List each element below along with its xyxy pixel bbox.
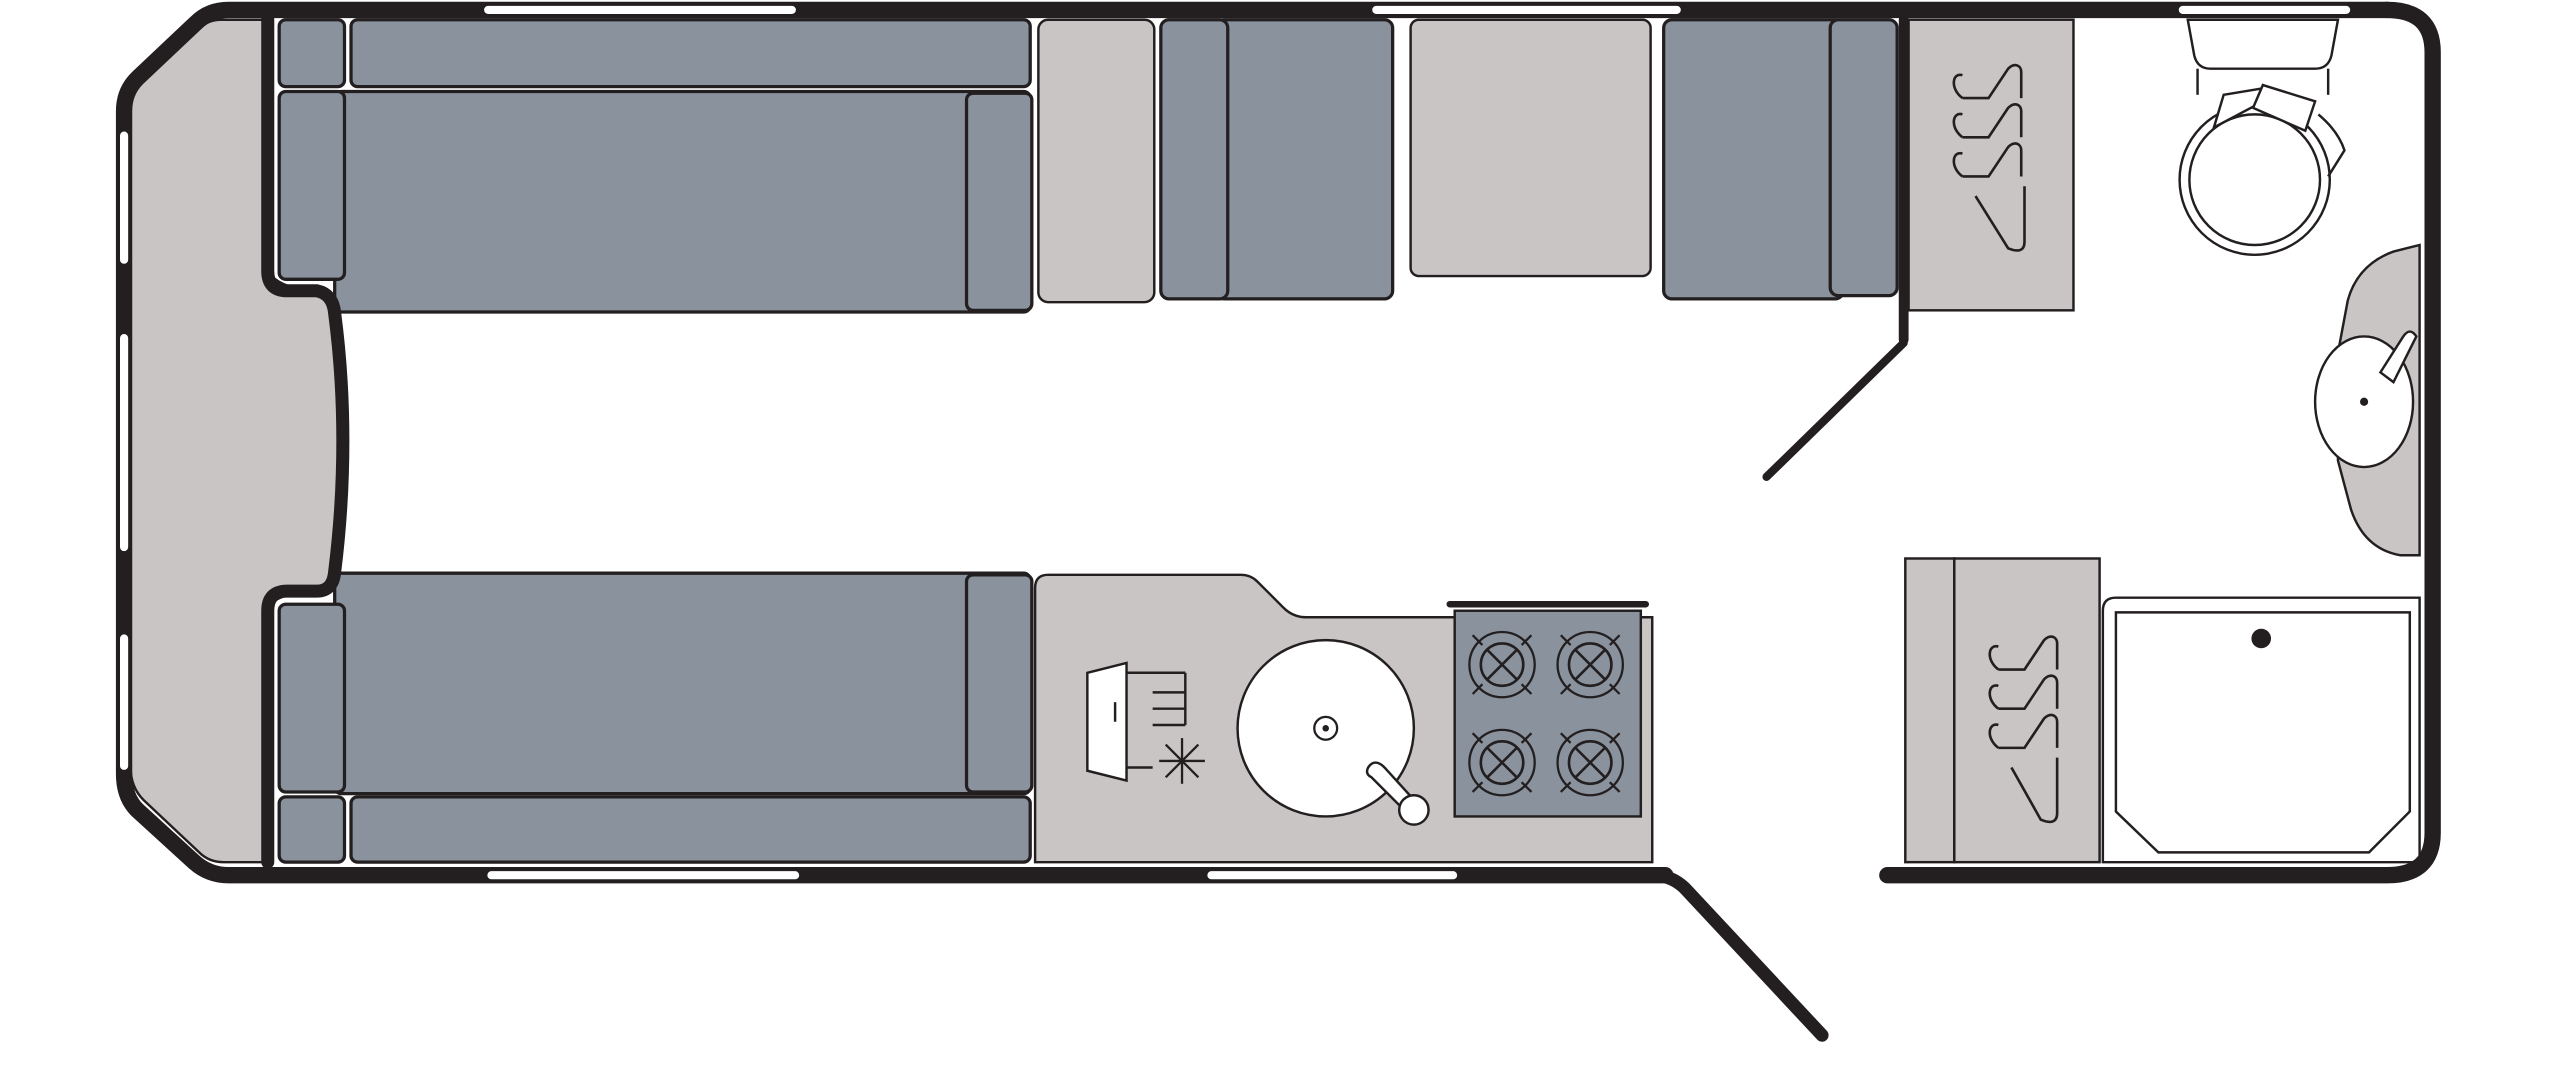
window-front-1 <box>118 129 130 266</box>
dinette-seat-1 <box>1214 18 1395 301</box>
side-dinette <box>1159 18 1899 301</box>
seat-back-top <box>349 18 1032 89</box>
interior-walls <box>261 13 1909 869</box>
front-lounge <box>277 18 1034 864</box>
sink-icon <box>1236 638 1430 826</box>
windows <box>118 4 2352 881</box>
window-top-middle <box>1370 4 1683 16</box>
seat-arm-top <box>964 91 1034 312</box>
window-front-3 <box>118 632 130 772</box>
seat-cushion-top <box>333 89 1032 314</box>
window-bottom-kitchen <box>1205 869 1459 881</box>
seat-top-left-corner <box>277 18 347 89</box>
seat-bottom-left-corner <box>277 795 347 864</box>
seat-cushion-bottom <box>333 571 1032 796</box>
seat-arm-bottom <box>964 573 1034 794</box>
wardrobe-bottom <box>1904 557 2101 864</box>
hob-icon <box>1446 600 1649 818</box>
dinette-table <box>1409 18 1652 278</box>
fridge-icon <box>1086 661 1187 783</box>
window-top-front <box>482 4 798 16</box>
dinette-back-1 <box>1159 18 1230 301</box>
window-front-2 <box>118 332 130 553</box>
seat-back-left-top <box>277 89 347 281</box>
washroom <box>2101 18 2421 864</box>
seat-back-left-bottom <box>277 602 347 794</box>
shower-tray-icon <box>2101 596 2421 864</box>
window-bottom-front <box>485 869 801 881</box>
basin-icon <box>2313 243 2421 557</box>
toilet-icon <box>2178 18 2346 257</box>
dinette-back-2 <box>1828 18 1899 298</box>
dinette-seat-2 <box>1662 18 1845 301</box>
wardrobe-top <box>1907 18 2075 312</box>
seat-back-bottom <box>349 795 1032 864</box>
kitchen <box>1033 573 1654 864</box>
snowflake-icon <box>1159 738 1205 784</box>
cabinet-top-1 <box>1037 18 1156 304</box>
window-top-washroom <box>2177 4 2352 16</box>
